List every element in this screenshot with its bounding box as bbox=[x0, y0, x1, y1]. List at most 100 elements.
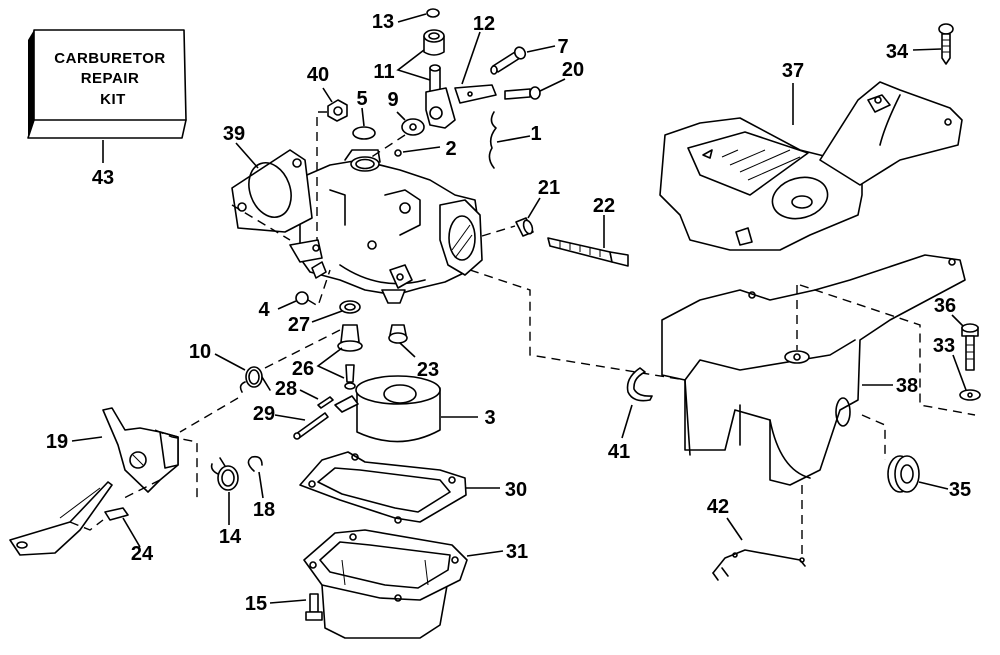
callout-28[interactable]: 28 bbox=[275, 378, 297, 400]
leader-10 bbox=[214, 353, 246, 371]
float-bowl-gasket-30[interactable] bbox=[299, 451, 467, 524]
clip-1[interactable] bbox=[488, 111, 497, 169]
shoulder-screw-7[interactable] bbox=[490, 45, 527, 75]
callout-5[interactable]: 5 bbox=[356, 88, 367, 110]
throttle-lever-19[interactable] bbox=[102, 407, 179, 493]
leader-39 bbox=[235, 142, 259, 169]
throttle-arm[interactable] bbox=[9, 481, 113, 556]
callout-43[interactable]: 43 bbox=[92, 167, 114, 189]
leader-13 bbox=[397, 13, 427, 23]
callout-30[interactable]: 30 bbox=[505, 479, 527, 501]
callout-41[interactable]: 41 bbox=[608, 441, 630, 463]
leader-5 bbox=[361, 107, 365, 127]
o-ring-13[interactable] bbox=[426, 8, 440, 18]
callout-20[interactable]: 20 bbox=[562, 59, 584, 81]
callout-4[interactable]: 4 bbox=[258, 299, 270, 321]
leader-29 bbox=[274, 414, 306, 421]
callout-39[interactable]: 39 bbox=[223, 123, 245, 145]
needle-valve-22[interactable] bbox=[547, 237, 629, 267]
callout-24[interactable]: 24 bbox=[131, 543, 154, 565]
spring-10[interactable] bbox=[239, 366, 271, 393]
callout-7[interactable]: 7 bbox=[557, 36, 568, 58]
callout-40[interactable]: 40 bbox=[307, 64, 329, 86]
leader-36 bbox=[951, 314, 964, 327]
gasket-39[interactable] bbox=[231, 149, 313, 233]
leader-41 bbox=[621, 404, 633, 439]
callout-37[interactable]: 37 bbox=[782, 60, 804, 82]
callout-26[interactable]: 26 bbox=[292, 358, 314, 380]
retaining-ring-18[interactable] bbox=[247, 455, 263, 472]
callout-18[interactable]: 18 bbox=[253, 499, 275, 521]
callout-15[interactable]: 15 bbox=[245, 593, 267, 615]
callout-38[interactable]: 38 bbox=[896, 375, 918, 397]
callout-23[interactable]: 23 bbox=[417, 359, 439, 381]
silencer-cover-37[interactable] bbox=[659, 81, 963, 251]
plug-5[interactable] bbox=[352, 126, 376, 140]
leader-1 bbox=[496, 135, 531, 143]
callout-36[interactable]: 36 bbox=[934, 295, 956, 317]
leader-26 bbox=[316, 347, 345, 379]
callout-21[interactable]: 21 bbox=[538, 177, 560, 199]
ball-2[interactable] bbox=[394, 149, 402, 157]
nut-40[interactable] bbox=[327, 99, 348, 122]
needle-and-seat-26[interactable] bbox=[337, 324, 363, 390]
leader-2 bbox=[402, 146, 441, 153]
leader-11 bbox=[396, 49, 431, 81]
silencer-base-38[interactable] bbox=[661, 254, 966, 486]
drain-screw-15[interactable] bbox=[305, 593, 323, 621]
leader-7 bbox=[526, 45, 556, 53]
leader-23 bbox=[399, 342, 416, 358]
callout-3[interactable]: 3 bbox=[484, 407, 495, 429]
callout-10[interactable]: 10 bbox=[189, 341, 211, 363]
leader-40 bbox=[322, 87, 333, 103]
screw-34[interactable] bbox=[938, 23, 954, 65]
kit-label-line2: REPAIR bbox=[81, 70, 140, 87]
cam-follower-11[interactable] bbox=[423, 29, 497, 129]
leader-31 bbox=[466, 550, 504, 557]
nozzle-23[interactable] bbox=[388, 324, 408, 344]
float-pin-29[interactable] bbox=[293, 412, 329, 440]
callout-29[interactable]: 29 bbox=[253, 403, 275, 425]
carburetor-body[interactable] bbox=[289, 149, 483, 304]
screw-36[interactable] bbox=[961, 323, 979, 371]
callout-34[interactable]: 34 bbox=[886, 41, 909, 63]
callout-19[interactable]: 19 bbox=[46, 431, 68, 453]
grommet-35[interactable] bbox=[887, 455, 920, 493]
leader-19 bbox=[71, 436, 103, 442]
float-3[interactable] bbox=[334, 375, 441, 443]
spring-14[interactable] bbox=[210, 457, 239, 491]
clip-28[interactable] bbox=[317, 396, 334, 409]
kit-label-line3: KIT bbox=[100, 91, 126, 108]
callout-14[interactable]: 14 bbox=[219, 526, 242, 548]
repair-kit-box[interactable]: CARBURETOR REPAIR KIT bbox=[27, 29, 187, 139]
ball-4[interactable] bbox=[295, 291, 309, 305]
gasket-27[interactable] bbox=[339, 300, 361, 314]
callout-33[interactable]: 33 bbox=[933, 335, 955, 357]
callout-11[interactable]: 11 bbox=[373, 61, 394, 83]
leader-18 bbox=[258, 471, 264, 499]
callout-2[interactable]: 2 bbox=[445, 138, 456, 160]
link-24[interactable] bbox=[104, 507, 129, 521]
alignment-line bbox=[179, 329, 341, 433]
washer-9[interactable] bbox=[401, 118, 425, 136]
packing-nut-21[interactable] bbox=[515, 217, 534, 237]
leader-15 bbox=[269, 599, 307, 604]
leader-24 bbox=[122, 517, 141, 548]
alignment-line bbox=[307, 269, 331, 308]
bracket-42[interactable] bbox=[712, 549, 806, 581]
screw-20[interactable] bbox=[504, 86, 541, 100]
alignment-line bbox=[316, 111, 327, 240]
kit-label-line1: CARBURETOR bbox=[54, 50, 165, 67]
callout-27[interactable]: 27 bbox=[288, 314, 310, 336]
callout-13[interactable]: 13 bbox=[372, 11, 394, 33]
callout-9[interactable]: 9 bbox=[387, 89, 398, 111]
callout-1[interactable]: 1 bbox=[530, 123, 541, 145]
float-bowl-31[interactable] bbox=[303, 529, 468, 639]
callout-42[interactable]: 42 bbox=[707, 496, 729, 518]
callout-31[interactable]: 31 bbox=[506, 541, 528, 563]
retainer-41[interactable] bbox=[626, 367, 653, 402]
callout-22[interactable]: 22 bbox=[593, 195, 615, 217]
callout-35[interactable]: 35 bbox=[949, 479, 971, 501]
washer-33[interactable] bbox=[959, 389, 981, 401]
callout-12[interactable]: 12 bbox=[473, 13, 495, 35]
